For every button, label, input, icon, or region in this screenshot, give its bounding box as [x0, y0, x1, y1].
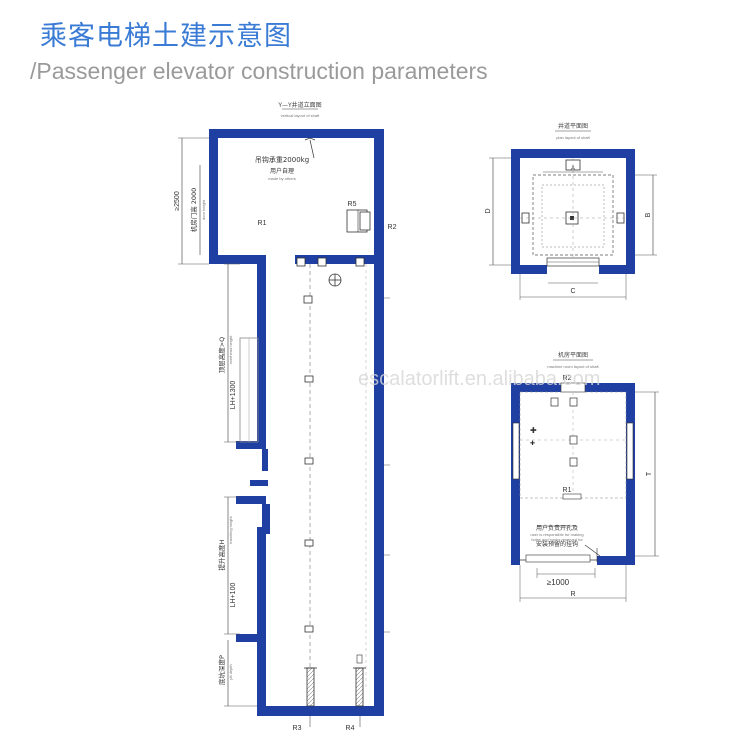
svg-text:✚: ✚: [530, 426, 537, 435]
svg-text:user is responsible for making: user is responsible for making: [530, 532, 583, 537]
svg-text:made by others: made by others: [268, 176, 296, 181]
owner-note: 用户自理: [270, 167, 294, 175]
machine-room-floor-left: [209, 255, 265, 264]
page-title: 乘客电梯土建示意图: [40, 21, 292, 52]
machine-room-floor-right: [295, 255, 374, 264]
svg-text:plan layout of shaft: plan layout of shaft: [556, 135, 590, 140]
svg-text:holes and hooks reserved for: holes and hooks reserved for: [531, 537, 583, 542]
mr-label-r1: R1: [563, 487, 572, 494]
mr-note-1: 用户负责开孔及: [536, 524, 578, 532]
machine-room-left-wall: [209, 129, 218, 263]
dim-d: D: [485, 208, 492, 213]
svg-text:vertical layout of shaft: vertical layout of shaft: [281, 113, 321, 118]
dim-c: C: [570, 288, 575, 295]
dim-t: T: [646, 471, 653, 476]
machine-room-roof: [209, 129, 384, 138]
travel-formula: LH+100: [230, 583, 237, 608]
overhead-note: 顶层高度>Q: [217, 337, 226, 374]
mr-label-r2: R2: [563, 375, 572, 382]
svg-text:pit depth: pit depth: [228, 664, 233, 679]
shaft-right-wall-lower: [374, 395, 384, 715]
svg-text:overhead height: overhead height: [228, 335, 233, 365]
svg-text:traveling height: traveling height: [228, 516, 233, 544]
height-note: ≥2500: [174, 191, 181, 211]
machine-room-plan: 机房平面图 machine room layout of shaft ✚ ✚ R…: [511, 351, 659, 602]
svg-text:machine room layout of shaft: machine room layout of shaft: [547, 364, 599, 369]
pit-floor: [257, 706, 384, 716]
mr-note-2: 安装预留的挂钩: [536, 540, 578, 548]
label-r5: R5: [348, 201, 357, 208]
label-r2: R2: [388, 224, 397, 231]
svg-text:door height: door height: [201, 199, 206, 220]
label-r3: R3: [293, 725, 302, 732]
overhead-formula: LH+1300: [230, 381, 237, 410]
section-view: Y—Y井道立面图 vertical layout of shaft: [174, 101, 397, 732]
shaft-right-wall-upper: [374, 129, 384, 399]
section-caption: Y—Y井道立面图: [277, 101, 321, 109]
page-subtitle: /Passenger elevator construction paramet…: [30, 58, 488, 84]
machine-room-caption: 机房平面图: [558, 351, 588, 359]
travel-note: 提升高度H: [217, 539, 226, 570]
shaft-plan: 井道平面图 plan layout of shaft A D B: [485, 122, 657, 300]
door-height-note: 机房门高 2000: [189, 188, 198, 233]
dim-b: B: [645, 212, 652, 217]
shaft-plan-caption: 井道平面图: [558, 122, 588, 130]
dim-a: A: [571, 166, 575, 172]
door-width: ≥1000: [547, 578, 570, 587]
svg-text:✚: ✚: [530, 440, 535, 447]
pit-note: 底坑深度P: [217, 655, 226, 685]
load-note: 吊钩承重2000kg: [255, 155, 309, 164]
shaft-left-wall-upper: [257, 255, 266, 442]
shaft-left-wall-lower: [257, 527, 266, 707]
label-r1: R1: [258, 220, 267, 227]
dim-r: R: [570, 591, 575, 598]
label-r4: R4: [346, 725, 355, 732]
watermark: escalatorlift.en.alibaba.com: [358, 368, 600, 390]
